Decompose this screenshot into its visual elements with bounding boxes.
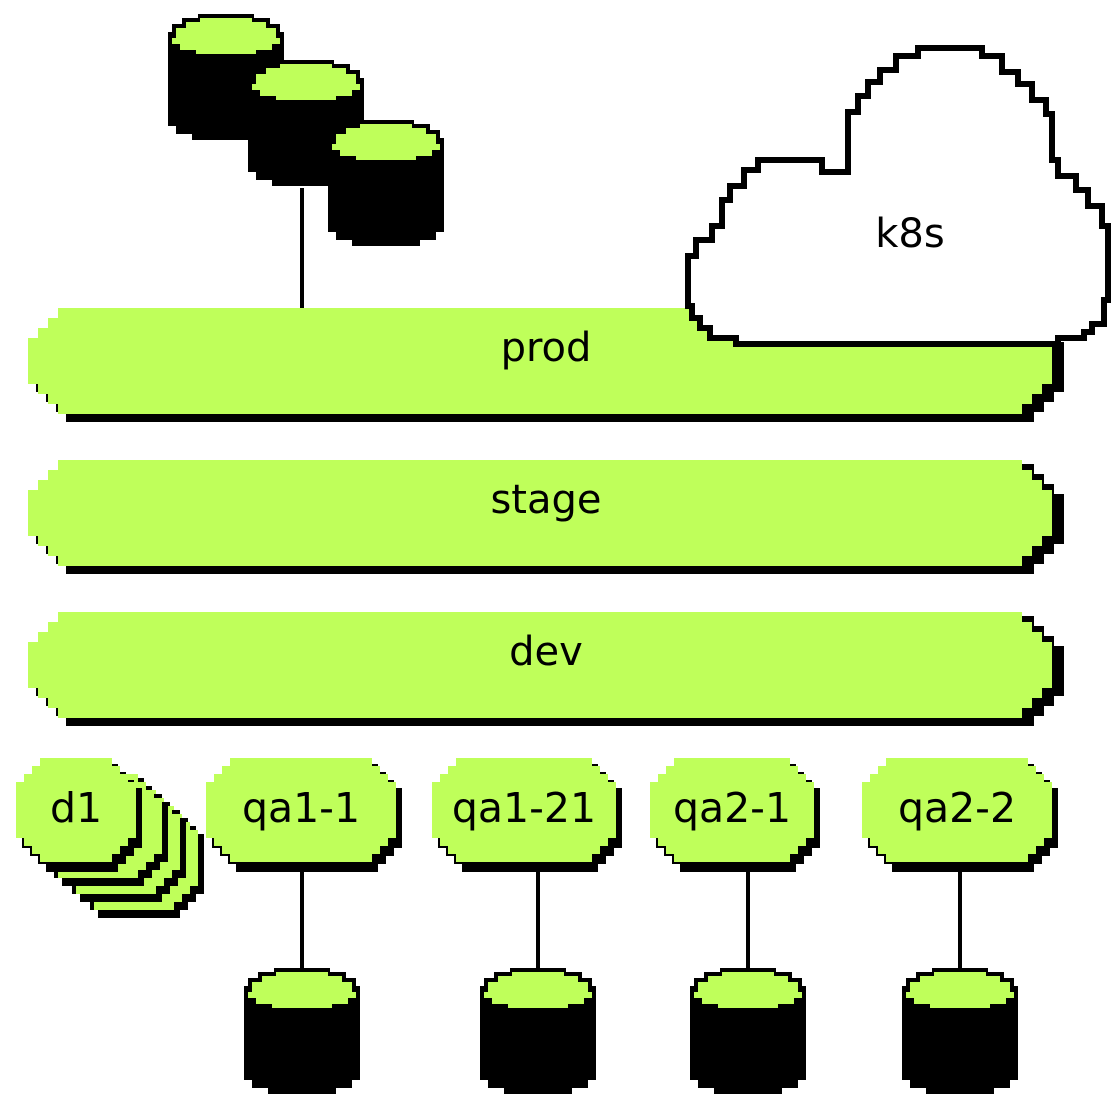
pod-body [650,758,814,862]
database-icon [902,968,1018,1094]
prod-db-connector [300,188,304,316]
pod-label: qa2-2 [898,784,1016,832]
k8s-cloud: k8s [685,45,1111,347]
env-bar-label: prod [501,325,592,371]
database-icon [244,968,360,1094]
env-bar-stage: stage [28,460,1064,574]
pod-qa1-21: qa1-21 [432,758,622,1094]
pod-db-connector [300,870,304,970]
env-bar-body [28,460,1052,566]
k8s-label: k8s [875,211,944,257]
env-bar-body [28,612,1052,718]
env-bar-label: dev [509,629,583,675]
env-bar-label: stage [490,477,601,523]
pod-label: d1 [50,784,102,832]
pod-body [432,758,616,862]
cloud-icon [685,45,1111,347]
database-icon [328,120,444,246]
pod-db-connector [958,870,962,970]
pod-d1: d1 [16,758,204,918]
pod-label: qa1-1 [242,784,360,832]
pod-db-connector [536,870,540,970]
database-icon [480,968,596,1094]
pod-qa2-1: qa2-1 [650,758,820,1094]
pod-label: qa1-21 [452,784,596,832]
pod-qa2-2: qa2-2 [862,758,1058,1094]
pod-db-connector [746,870,750,970]
prod-databases [168,14,444,316]
pod-qa1-1: qa1-1 [206,758,402,1094]
pod-body [16,758,136,862]
pod-label: qa2-1 [673,784,791,832]
env-bar-dev: dev [28,612,1064,726]
database-icon [690,968,806,1094]
pod-body [862,758,1052,862]
pod-body [206,758,396,862]
